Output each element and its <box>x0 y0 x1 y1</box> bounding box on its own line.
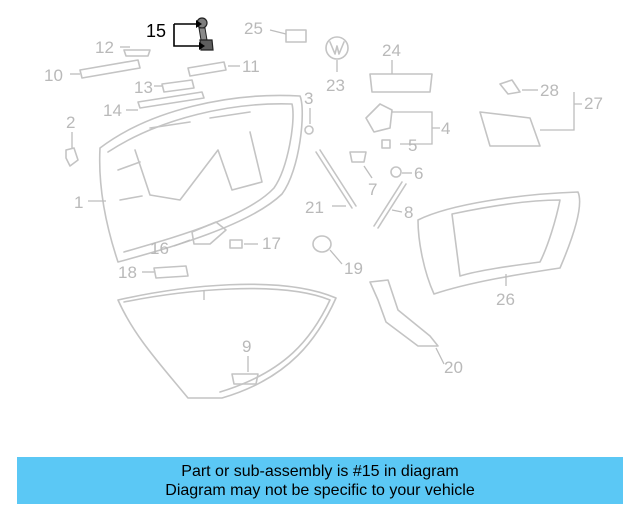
label-7: 7 <box>368 180 377 199</box>
part-12-bracket <box>123 49 151 57</box>
label-13: 13 <box>134 78 153 97</box>
label-15[interactable]: 15 <box>146 21 166 41</box>
part-27-lamp-assembly <box>479 111 541 147</box>
label-8: 8 <box>404 203 413 222</box>
part-25-badge <box>285 29 307 43</box>
label-20: 20 <box>444 358 463 377</box>
part-5-bolt <box>381 139 391 149</box>
banner-line-1: Part or sub-assembly is #15 in diagram <box>181 462 459 480</box>
part-26-trunk-liner <box>417 191 581 295</box>
label-16: 16 <box>150 239 169 258</box>
label-5: 5 <box>408 136 417 155</box>
leader-8 <box>391 209 403 213</box>
label-9: 9 <box>242 337 251 356</box>
part-24-plate <box>369 73 433 93</box>
part-7-grommet <box>349 151 367 163</box>
part-10-strip <box>79 59 141 79</box>
label-28: 28 <box>540 81 559 100</box>
label-23: 23 <box>326 76 345 95</box>
label-24: 24 <box>382 41 401 60</box>
part-23-emblem <box>325 36 349 60</box>
part-17-switch <box>229 239 243 249</box>
leader-25 <box>269 29 287 35</box>
part-11-trim <box>187 61 227 77</box>
label-2: 2 <box>66 113 75 132</box>
part-8-rod <box>373 181 407 229</box>
leader-15 <box>173 23 199 47</box>
label-11: 11 <box>242 57 260 76</box>
part-3-clip <box>304 125 314 135</box>
part-14-seal <box>137 91 205 109</box>
label-19: 19 <box>344 259 363 278</box>
leader-19 <box>329 249 343 265</box>
part-19-lamp <box>312 235 332 253</box>
label-14: 14 <box>103 101 122 120</box>
part-21-strut <box>315 149 357 209</box>
part-weatherstrip-outline <box>117 283 337 399</box>
label-26: 26 <box>496 290 515 309</box>
leader-20 <box>435 347 445 365</box>
leader-15-arrows <box>196 20 205 50</box>
info-banner: Part or sub-assembly is #15 in diagram D… <box>17 457 623 504</box>
leader-4-5 <box>392 111 440 145</box>
leader-27 <box>540 92 582 131</box>
leader-16 <box>173 239 191 247</box>
part-13-handle <box>161 79 195 93</box>
label-3: 3 <box>304 89 313 108</box>
part-6-nut <box>390 166 402 178</box>
label-27: 27 <box>584 94 603 113</box>
leader-7 <box>363 165 373 179</box>
part-18-actuator <box>153 265 189 279</box>
label-25: 25 <box>244 19 263 38</box>
label-21: 21 <box>305 198 324 217</box>
label-17: 17 <box>262 234 281 253</box>
label-4: 4 <box>441 119 450 138</box>
label-10: 10 <box>44 66 63 85</box>
part-20-hinge <box>369 279 439 347</box>
label-18: 18 <box>118 263 137 282</box>
label-12: 12 <box>95 38 114 57</box>
part-28-lens <box>499 79 521 95</box>
label-6: 6 <box>414 164 423 183</box>
parts-diagram: 1 2 3 4 5 6 7 8 9 10 <box>44 17 603 399</box>
label-1: 1 <box>74 193 83 212</box>
part-4-hinge-bracket <box>365 103 393 133</box>
part-16-latch <box>191 221 227 245</box>
banner-line-2: Diagram may not be specific to your vehi… <box>165 481 475 499</box>
part-2-bumper <box>65 147 79 167</box>
